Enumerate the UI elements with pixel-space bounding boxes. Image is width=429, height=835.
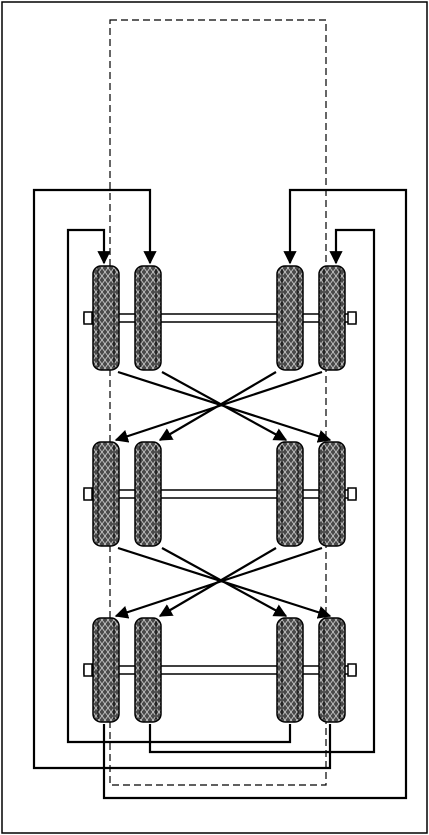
hub-right-2 (347, 487, 357, 501)
route-loop-right-inner (148, 228, 376, 754)
route-cross-6 (161, 547, 288, 617)
hub-left-2 (83, 487, 93, 501)
tire-r3-c4 (318, 617, 346, 723)
hub-left-1 (83, 311, 93, 325)
axle-2 (83, 489, 357, 499)
tires (92, 265, 346, 723)
axle-3 (83, 665, 357, 675)
tire-r3-c2 (134, 617, 162, 723)
tire-r1-c1 (92, 265, 120, 371)
tire-r2-c3 (276, 441, 304, 547)
axles (83, 311, 357, 677)
tire-r2-c4 (318, 441, 346, 547)
tire-r2-c2 (134, 441, 162, 547)
tire-r3-c3 (276, 617, 304, 723)
tire-r3-c1 (92, 617, 120, 723)
axle-1 (83, 313, 357, 323)
hub-right-3 (347, 663, 357, 677)
tire-r2-c1 (92, 441, 120, 547)
tire-r1-c2 (134, 265, 162, 371)
hub-left-3 (83, 663, 93, 677)
rotation-routes (32, 188, 408, 800)
route-cross-8 (114, 546, 323, 619)
route-loop-right-outer (102, 188, 408, 800)
hub-right-1 (347, 311, 357, 325)
tire-r1-c3 (276, 265, 304, 371)
route-loop-left-inner (66, 228, 292, 744)
route-loop-left-outer (32, 188, 332, 770)
vehicle-outline (109, 19, 327, 786)
tire-r1-c4 (318, 265, 346, 371)
route-cross-4 (114, 370, 323, 443)
route-cross-2 (161, 371, 288, 441)
